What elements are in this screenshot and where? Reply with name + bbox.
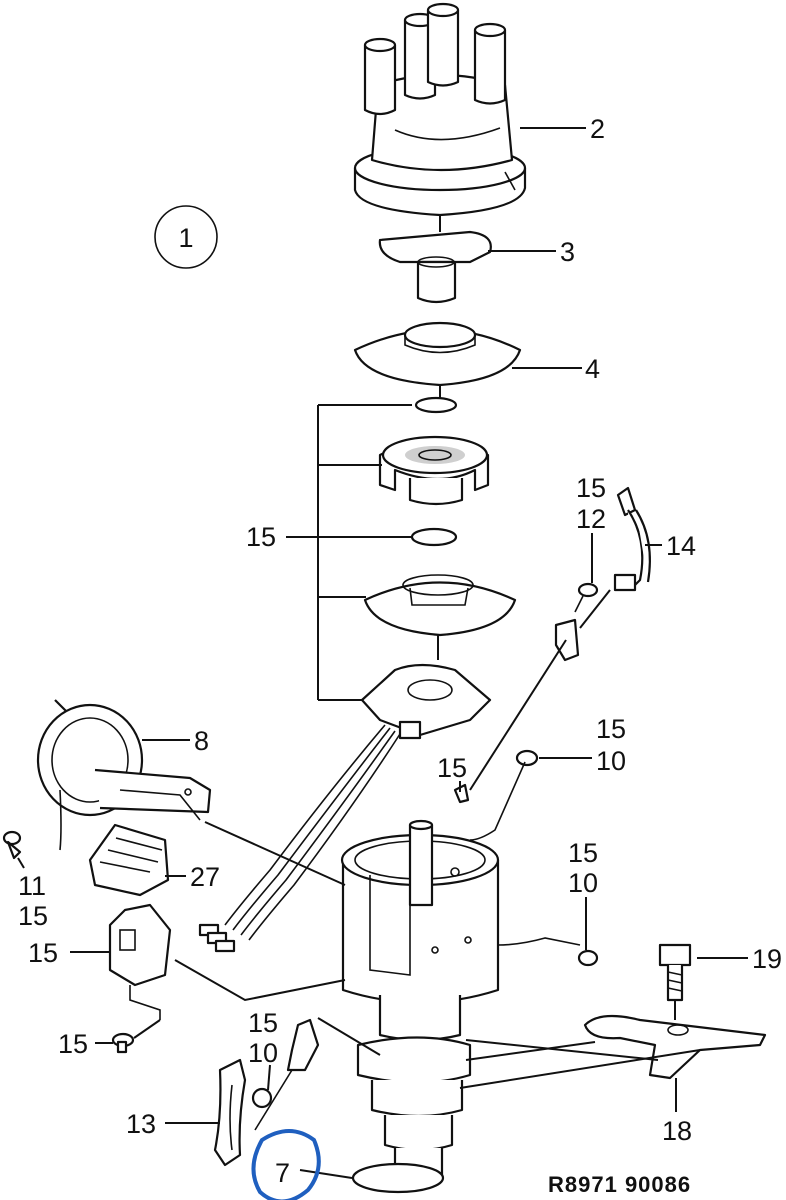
- label-4: 4: [585, 354, 600, 384]
- label-15-bottom-clip: 15: [248, 1008, 278, 1038]
- group-bracket: [317, 404, 412, 701]
- part-screw-10-upper: [469, 749, 539, 841]
- part-connector-27: [88, 823, 170, 897]
- label-15-screw-11: 15: [18, 901, 48, 931]
- part-screw-10-right: [497, 937, 599, 967]
- connector-lines: [133, 821, 701, 1089]
- label-2: 2: [590, 114, 605, 144]
- label-11: 11: [18, 871, 46, 901]
- part-vacuum-unit: [36, 699, 212, 851]
- label-18: 18: [662, 1116, 692, 1146]
- label-12: 12: [576, 504, 606, 534]
- label-7: 7: [275, 1158, 290, 1188]
- part-distributor-cap: [353, 2, 527, 217]
- part-o-ring: [351, 1162, 445, 1194]
- label-10-bottom-clip: 10: [248, 1038, 278, 1068]
- part-clip-13: [213, 1058, 247, 1167]
- figure-marker-number: 1: [178, 223, 193, 253]
- part-clamp-18: [583, 1014, 767, 1080]
- part-control-unit: [108, 903, 172, 1020]
- label-15-clip: 15: [576, 473, 606, 503]
- part-dust-shield: [353, 321, 522, 387]
- reference-code: R8971 90086: [548, 1172, 691, 1197]
- part-screw-11: [2, 830, 22, 860]
- label-10-right-screw: 10: [568, 868, 598, 898]
- part-inner-stack: [360, 396, 517, 740]
- label-19: 19: [752, 944, 782, 974]
- label-13: 13: [126, 1109, 156, 1139]
- label-15-upper-screw: 15: [596, 714, 626, 744]
- label-14: 14: [666, 531, 696, 561]
- part-bolt-19: [658, 943, 692, 1020]
- part-screw-12: [574, 582, 599, 613]
- part-clip-14: [613, 486, 651, 592]
- label-15-centre: 15: [437, 753, 467, 783]
- label-3: 3: [560, 237, 575, 267]
- label-15-control-unit: 15: [28, 938, 58, 968]
- label-27: 27: [190, 862, 220, 892]
- part-clip-plate: [554, 618, 580, 662]
- part-distributor-housing: [340, 819, 500, 1186]
- part-clip-bottom: [251, 1018, 320, 1131]
- part-screw-15-centre: [453, 783, 470, 804]
- label-15-lower-screw: 15: [58, 1029, 88, 1059]
- label-15-ring: 15: [246, 522, 276, 552]
- figure-marker: 1: [154, 205, 218, 269]
- label-15-right-screw: 15: [568, 838, 598, 868]
- highlight-circle: [251, 1129, 321, 1200]
- part-screw-15-left: [111, 1032, 135, 1054]
- label-8: 8: [194, 726, 209, 756]
- leader-lines: [17, 127, 748, 1179]
- part-rotor: [378, 230, 492, 304]
- label-10-upper-screw: 10: [596, 746, 626, 776]
- callout-labels: 2 3 4 15 15 12 14 15 10 8 15 11 15 27 15…: [18, 114, 782, 1188]
